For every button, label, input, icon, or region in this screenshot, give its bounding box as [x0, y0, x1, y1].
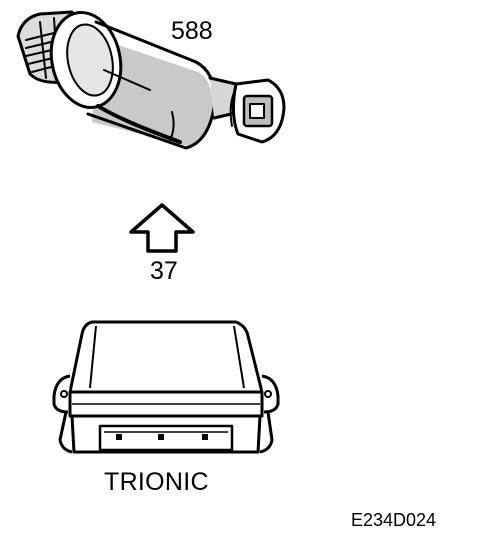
- control-unit-icon: [52, 320, 280, 454]
- module-name-label: TRIONIC: [104, 468, 209, 496]
- component-number-label: 588: [171, 17, 213, 45]
- valve-actuator-icon: [16, 10, 286, 150]
- hollow-up-arrow-icon: [129, 203, 195, 253]
- reference-code-label: E234D024: [351, 510, 437, 530]
- signal-number-label: 37: [150, 257, 178, 285]
